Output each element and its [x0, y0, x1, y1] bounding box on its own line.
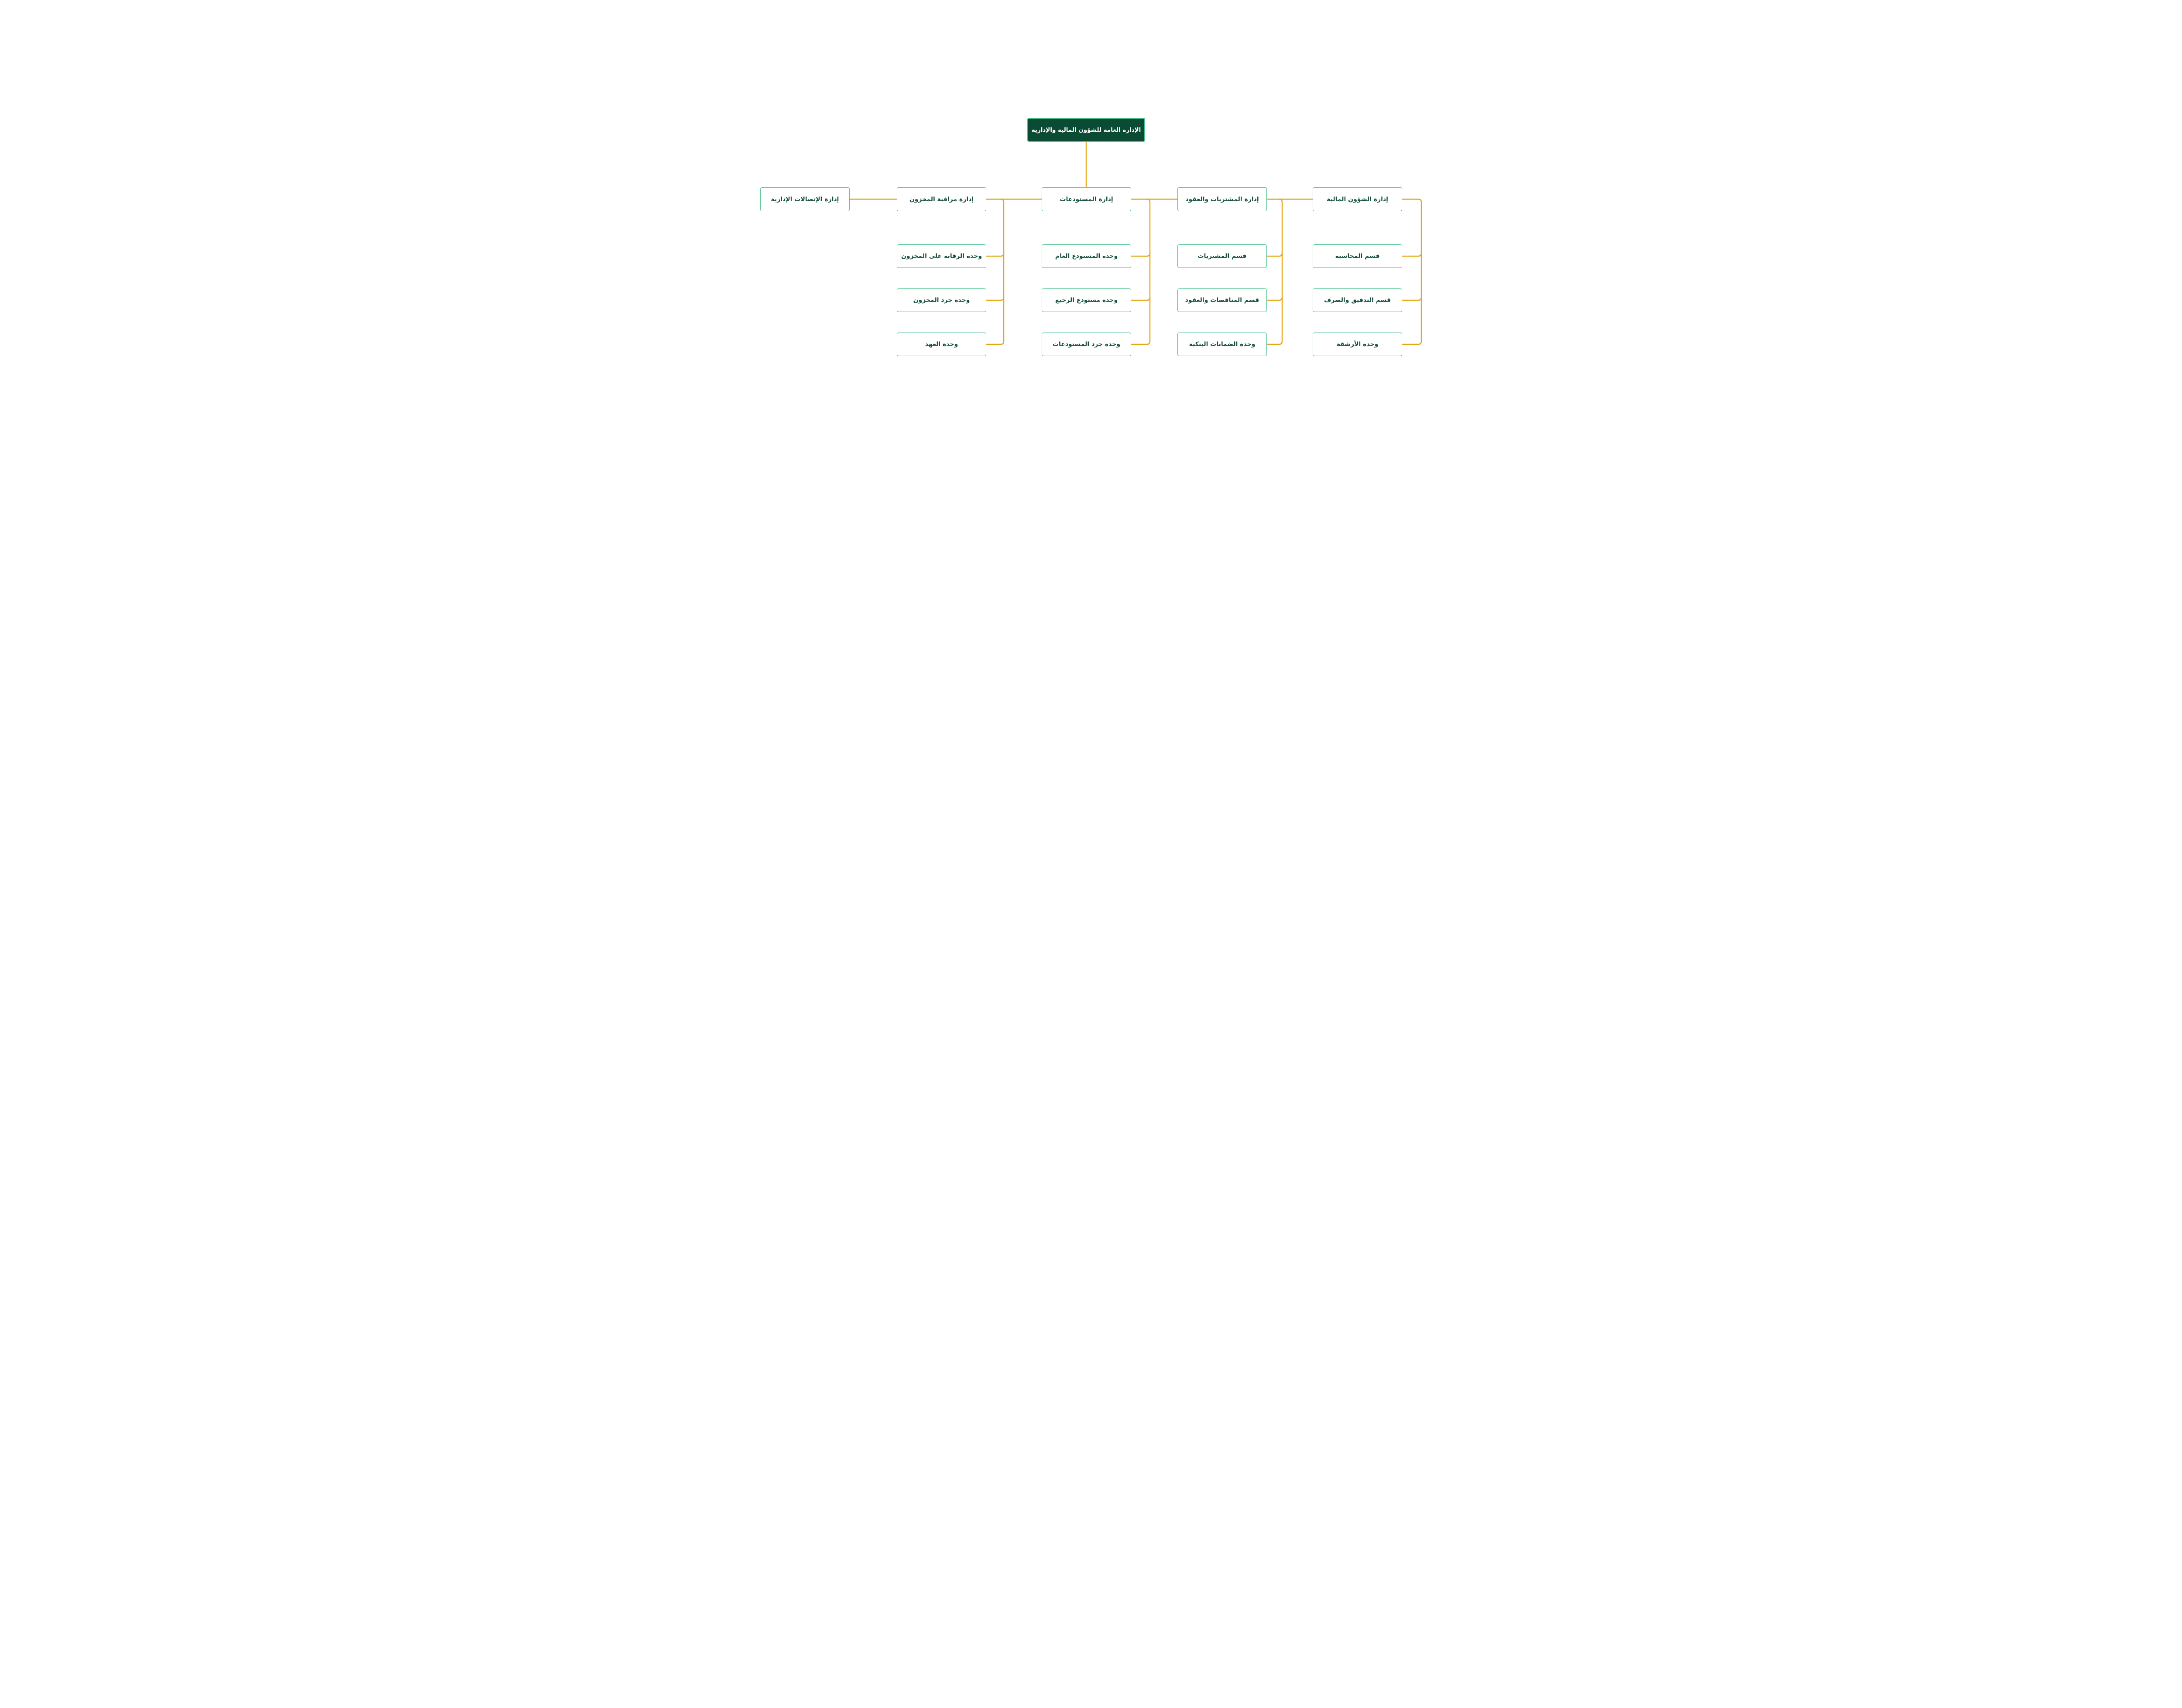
- unit-label: وحدة المستودع العام: [1055, 253, 1118, 260]
- dept-administrative-communications: إدارة الإتصالات الإدارية: [760, 187, 850, 211]
- section-accounting: قسم المحاسبة: [1313, 244, 1402, 268]
- root-dept-label: الإدارة العامة للشؤون المالية والإدارية: [1031, 126, 1141, 134]
- dept-purchasing-contracts: إدارة المشتريات والعقود: [1177, 187, 1267, 211]
- connector-trunk-dept2: [986, 199, 1005, 345]
- connector-stub-dept2-row1: [986, 253, 1005, 257]
- unit-returns-warehouse: وحدة مستودع الرجيع: [1042, 288, 1131, 312]
- connector-trunk-dept3: [1131, 199, 1151, 345]
- connector-stub-dept5-row2: [1402, 297, 1422, 301]
- dept-inventory-control: إدارة مراقبة المخزون: [897, 187, 986, 211]
- dept-label: إدارة مراقبة المخزون: [909, 195, 974, 203]
- dept-warehouses: إدارة المستودعات: [1042, 187, 1131, 211]
- unit-label: وحدة الرقابة على المخزون: [901, 253, 982, 260]
- dept-label: إدارة المشتريات والعقود: [1185, 195, 1259, 203]
- dept-label: إدارة الإتصالات الإدارية: [771, 195, 839, 203]
- dept-label: إدارة المستودعات: [1060, 195, 1113, 203]
- unit-label: وحدة جرد المستودعات: [1052, 341, 1121, 348]
- unit-custody: وحدة العهد: [897, 333, 986, 356]
- section-tenders-contracts: قسم المناقصات والعقود: [1177, 288, 1267, 312]
- unit-label: قسم التدقيق والصرف: [1324, 297, 1391, 304]
- connector-trunk-dept5: [1402, 199, 1422, 345]
- unit-general-warehouse: وحدة المستودع العام: [1042, 244, 1131, 268]
- unit-label: وحدة الأرشفة: [1336, 341, 1379, 348]
- connector-trunk-dept4: [1267, 199, 1283, 345]
- unit-label: وحدة جرد المخزون: [913, 297, 970, 304]
- unit-archiving: وحدة الأرشفة: [1313, 333, 1402, 356]
- dept-financial-affairs: إدارة الشؤون المالية: [1313, 187, 1402, 211]
- unit-label: قسم المشتريات: [1197, 253, 1247, 260]
- section-audit-disbursement: قسم التدقيق والصرف: [1313, 288, 1402, 312]
- unit-bank-guarantees: وحدة الضمانات البنكية: [1177, 333, 1267, 356]
- unit-inventory-oversight: وحدة الرقابة على المخزون: [897, 244, 986, 268]
- connector-stub-dept4-row2: [1267, 297, 1283, 301]
- unit-label: وحدة مستودع الرجيع: [1055, 297, 1118, 304]
- unit-label: وحدة الضمانات البنكية: [1189, 341, 1256, 348]
- section-purchasing: قسم المشتريات: [1177, 244, 1267, 268]
- unit-label: وحدة العهد: [925, 341, 958, 348]
- connector-lines: [850, 142, 1422, 345]
- root-dept-general-financial-admin: الإدارة العامة للشؤون المالية والإدارية: [1027, 118, 1145, 142]
- org-chart-canvas: الإدارة العامة للشؤون المالية والإدارية …: [742, 0, 1440, 427]
- connector-stub-dept5-row1: [1402, 253, 1422, 257]
- unit-inventory-count: وحدة جرد المخزون: [897, 288, 986, 312]
- unit-label: قسم المحاسبة: [1335, 253, 1380, 260]
- connector-stub-dept3-row1: [1131, 253, 1151, 257]
- connector-stub-dept3-row2: [1131, 297, 1151, 301]
- unit-label: قسم المناقصات والعقود: [1185, 297, 1259, 304]
- unit-warehouse-count: وحدة جرد المستودعات: [1042, 333, 1131, 356]
- connector-stub-dept2-row2: [986, 297, 1005, 301]
- dept-label: إدارة الشؤون المالية: [1327, 195, 1388, 203]
- connector-stub-dept4-row1: [1267, 253, 1283, 257]
